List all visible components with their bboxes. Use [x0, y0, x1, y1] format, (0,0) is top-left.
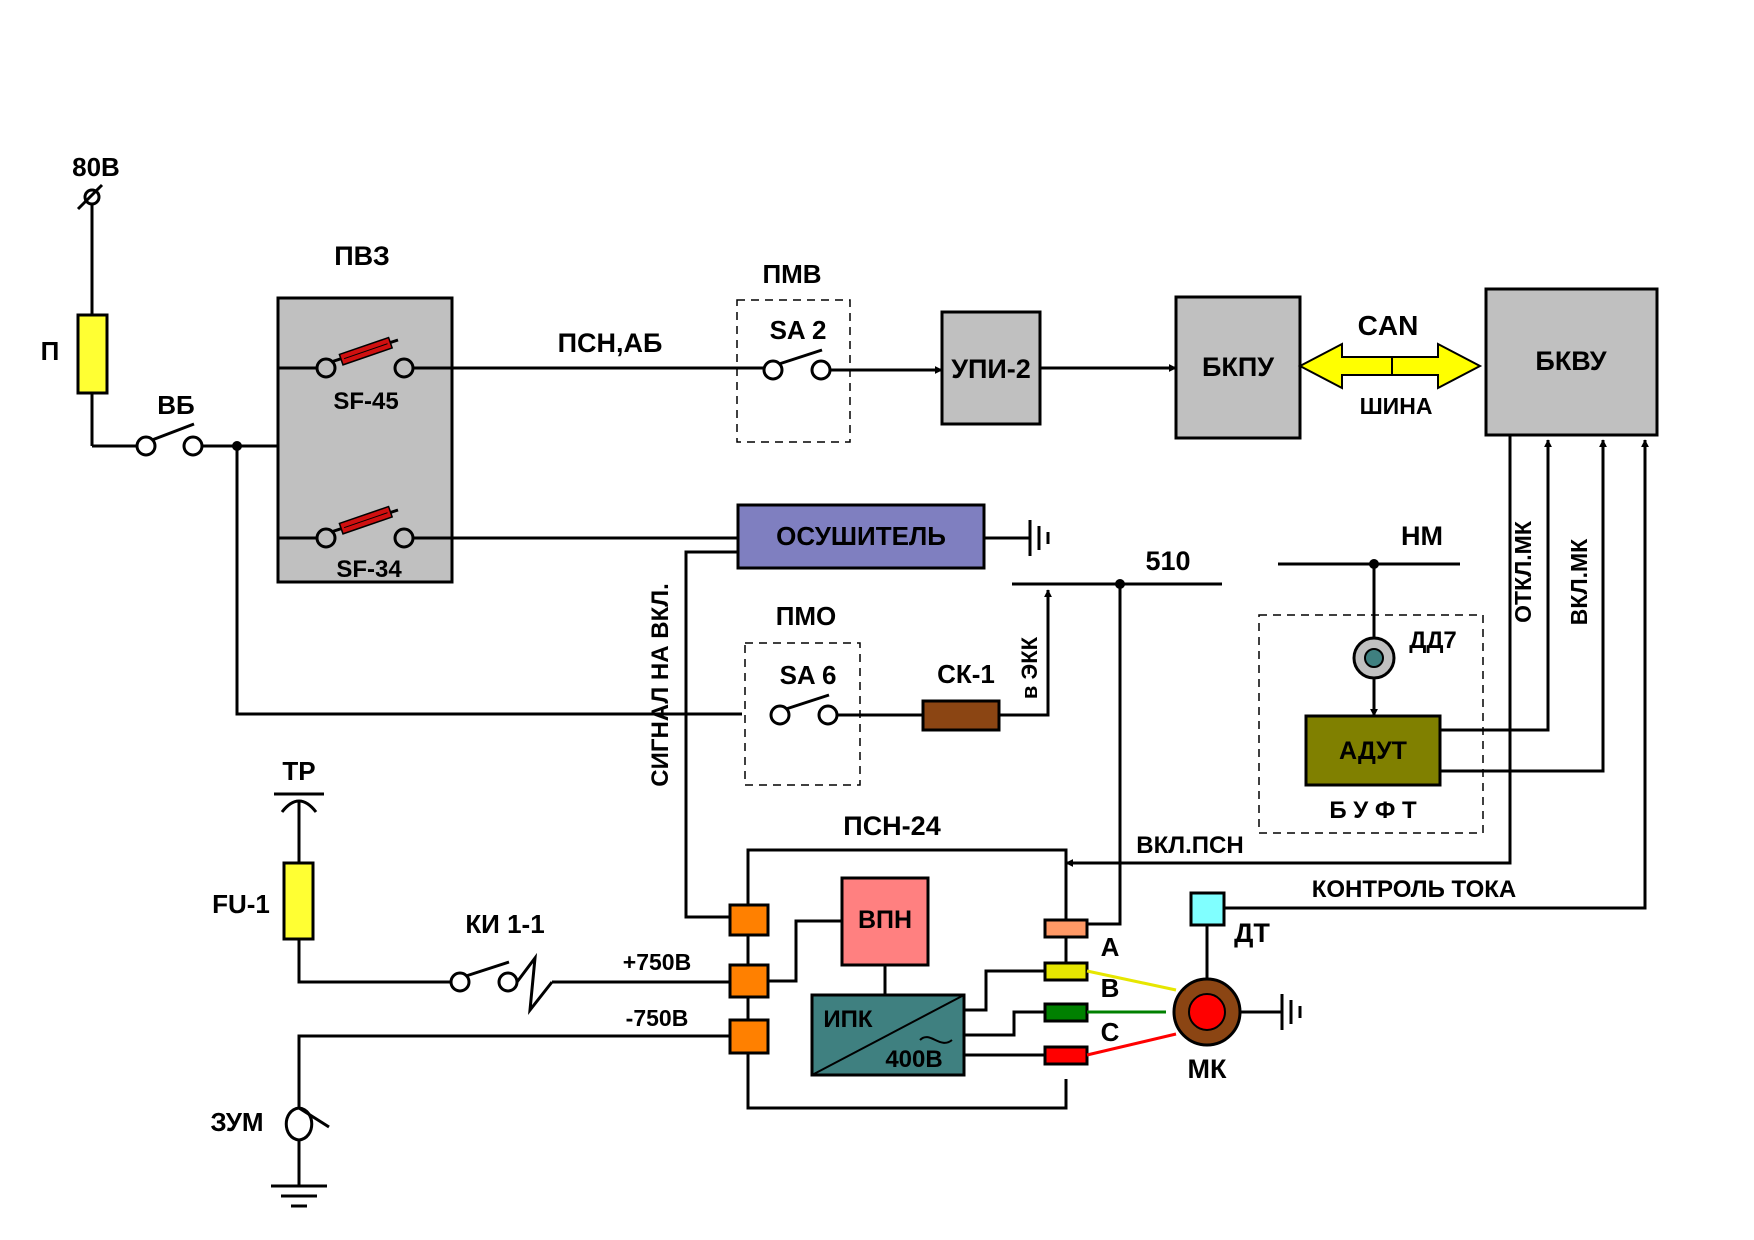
switch-sa6: [769, 693, 839, 726]
bkpu-block: [1174, 295, 1302, 440]
lead-phase-a: [1086, 969, 1177, 992]
kontrol-toka-label: КОНТРОЛЬ ТОКА: [1312, 876, 1517, 903]
dt-label: ДТ: [1234, 918, 1270, 948]
terminal-phase-a: [1043, 961, 1089, 982]
wire-phase-a: [964, 969, 1045, 1012]
otkl-mk-label: ОТКЛ.МК: [1510, 520, 1536, 623]
pvz-label: ПВЗ: [334, 241, 389, 271]
sf45-label: SF-45: [333, 388, 398, 415]
ground-osushitel: [1028, 520, 1050, 556]
mk-label: МК: [1188, 1054, 1227, 1084]
dt-sensor: [1189, 891, 1226, 927]
tr-label: ТР: [282, 756, 315, 786]
buft-label: Б У Ф Т: [1329, 797, 1417, 824]
motor-mk-icon: [1172, 977, 1242, 1047]
can-bus-arrow: [1297, 342, 1483, 390]
plus750-label: +750В: [623, 949, 691, 975]
bus-510-label: 510: [1145, 546, 1190, 576]
phase-a-label: А: [1101, 932, 1120, 962]
ground-mk-icon: [1280, 994, 1302, 1030]
switch-ki11: [449, 952, 554, 1015]
ground-zum-icon: [271, 1184, 327, 1208]
sk1-resistor: [921, 699, 1001, 732]
zum-label: ЗУМ: [210, 1107, 263, 1137]
psn-ab-label: ПСН,АБ: [558, 328, 663, 358]
pmv-label: ПМВ: [762, 259, 821, 289]
ki11-label: КИ 1-1: [465, 909, 544, 939]
psn24-frame-top: [746, 848, 1068, 920]
adut-block: [1304, 714, 1442, 787]
sf34-label: SF-34: [336, 556, 402, 583]
wire-minus750: [297, 1034, 730, 1108]
buft-enclosure: [1258, 614, 1484, 834]
switch-vb-label: ВБ: [157, 390, 194, 420]
wire-510-to-psn24: [1086, 584, 1122, 926]
terminal-phase-c: [1043, 1045, 1089, 1066]
sa6-label: SA 6: [780, 660, 837, 690]
terminal-phase-b: [1043, 1002, 1089, 1023]
wire-signal: [684, 550, 742, 919]
vkl-psn-label: ВКЛ.ПСН: [1136, 832, 1243, 859]
terminal-vkl-psn: [1043, 918, 1089, 939]
sk1-label: СК-1: [937, 659, 995, 689]
osushitel-block: [736, 503, 986, 570]
minus750-label: -750В: [626, 1005, 689, 1031]
phase-c-label: С: [1101, 1017, 1120, 1047]
psn24-label: ПСН-24: [843, 811, 940, 841]
breaker-sf45: [315, 336, 415, 379]
vpn-block: [840, 876, 930, 967]
v-ekk-label: в ЭКК: [1017, 636, 1042, 699]
bkvu-block: [1484, 287, 1659, 437]
bkpu-label: БКПУ: [1202, 352, 1275, 382]
wire: [768, 919, 842, 983]
wire-phase-b: [964, 1010, 1045, 1037]
wire-vkl-psn: [1065, 435, 1512, 867]
terminal-plus750: [728, 963, 770, 999]
sensor-dd7-icon: [1352, 636, 1396, 680]
wire-vkl-mk: [1440, 439, 1607, 773]
supply-80v-terminal: 80В: [72, 152, 120, 211]
signal-na-vkl-label: СИГНАЛ НА ВКЛ.: [647, 583, 674, 786]
lead-phase-c: [1086, 1032, 1177, 1057]
ipk-label: ИПК: [823, 1006, 873, 1033]
switch-sa2: [762, 348, 832, 381]
adut-label: АДУТ: [1339, 737, 1407, 765]
osushitel-label: ОСУШИТЕЛЬ: [776, 521, 946, 551]
dd7-label: ДД7: [1409, 627, 1457, 654]
ipk-diagonal: [811, 994, 965, 1076]
switch-vb: [135, 422, 204, 457]
zum-switch-icon: [284, 1106, 330, 1142]
nm-label: НМ: [1401, 521, 1443, 551]
vkl-mk-label: ВКЛ.МК: [1566, 538, 1592, 625]
pmo-label: ПМО: [776, 601, 837, 631]
fuse-fu1: [282, 861, 315, 941]
fuse-p-label: П: [41, 336, 60, 366]
bkvu-label: БКВУ: [1535, 346, 1607, 376]
wire: [235, 446, 742, 716]
fu1-label: FU-1: [212, 889, 270, 919]
psn24-frame-bottom: [746, 1053, 1068, 1110]
terminal-minus750: [728, 1018, 770, 1055]
vpn-label: ВПН: [858, 906, 912, 934]
upi2-label: УПИ-2: [951, 354, 1031, 384]
phase-b-label: В: [1101, 973, 1120, 1003]
shina-label: ШИНА: [1360, 393, 1433, 419]
v400-label: 400В: [885, 1046, 942, 1073]
can-label: CAN: [1358, 310, 1419, 341]
supply-80v-label: 80В: [72, 152, 120, 182]
fuse-p: [76, 313, 109, 395]
ac-wave-icon: [919, 1036, 953, 1044]
sa2-label: SA 2: [770, 315, 827, 345]
terminal-signal: [728, 903, 770, 937]
wire-otkl-mk: [1440, 439, 1552, 732]
arrow-to-ekk: [999, 589, 1052, 717]
wire-kontrol-toka: [1224, 439, 1649, 910]
wire: [297, 939, 451, 984]
